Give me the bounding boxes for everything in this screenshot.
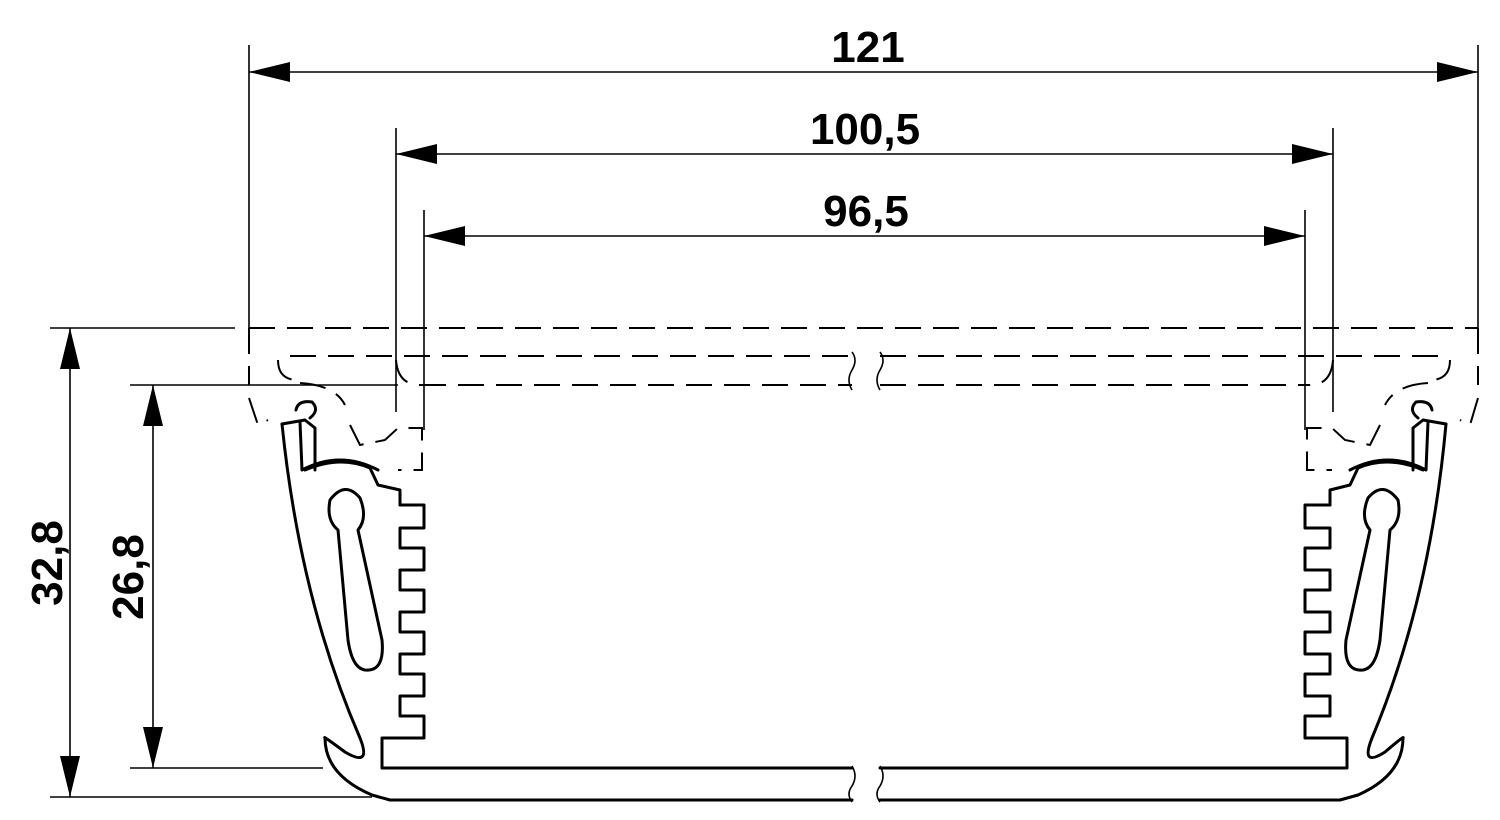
profile-left [280,400,854,802]
cover-hook-left [299,382,346,406]
arrowhead-right [1437,62,1478,82]
hinge-pin-right [1411,400,1434,420]
arrowhead-top [143,385,163,426]
cover-clip-right [1459,397,1479,427]
fin-wall-left [380,503,854,770]
dimension-label-outer-width: 100,5 [810,105,920,154]
outer-wall-right [878,422,1448,802]
dimension-label-overall-height: 32,8 [23,520,72,606]
inner-lip-right [1348,420,1430,472]
dimension-inner-height: 26,8 [104,384,398,769]
dimension-overall-width: 121 [248,23,1479,330]
break-mark-bottom-left [848,765,856,803]
arrowhead-left [396,144,437,164]
inner-lip-left [298,420,380,472]
dimension-label-inner-width: 96,5 [823,187,909,236]
top-hook-right [1411,418,1448,472]
arrowhead-bottom [143,727,163,768]
top-hook-left [280,418,317,472]
break-mark-bottom-right [876,765,884,803]
dimension-label-inner-height: 26,8 [104,534,153,620]
cover-corner-right [1429,359,1451,381]
hinge-pin-left [294,400,317,420]
upper-shoulder-right [1328,460,1425,507]
arrowhead-right [1292,144,1333,164]
cover-lip-right [1306,424,1381,471]
upper-shoulder-left [303,460,402,507]
cover-inner-corner-right [1309,359,1334,386]
arrowhead-left [249,62,290,82]
fin-wall-right [878,503,1349,770]
outer-wall-left [280,422,854,802]
keyhole-slot-right [1344,488,1401,672]
break-marks-bottom [848,765,884,803]
arrowhead-top [60,328,80,369]
cover-inner-corner-left [395,359,421,386]
cover-hook-right [1384,382,1429,406]
dimension-inner-width: 96,5 [423,187,1306,430]
arrowhead-bottom [60,756,80,797]
profile-right [878,400,1448,802]
break-mark-top-right [876,351,884,391]
keyhole-slot-left [327,488,384,672]
cover-outline-dashed [248,327,1479,471]
cover-corner-left [277,359,299,381]
dimension-outer-width: 100,5 [395,105,1334,412]
arrowhead-right [1264,226,1305,246]
arrowhead-left [424,226,465,246]
dimension-label-overall-width: 121 [831,23,904,72]
dimension-overall-height: 32,8 [23,327,372,798]
cover-lip-left [349,424,423,471]
break-mark-top-left [848,351,856,391]
cover-clip-left [248,397,269,427]
